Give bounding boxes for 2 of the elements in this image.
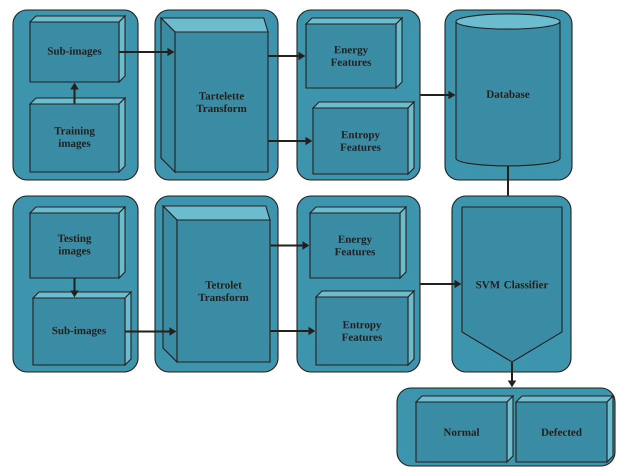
classifier-box: SVM Classifier xyxy=(461,206,563,363)
database-cylinder: Database xyxy=(455,13,561,166)
